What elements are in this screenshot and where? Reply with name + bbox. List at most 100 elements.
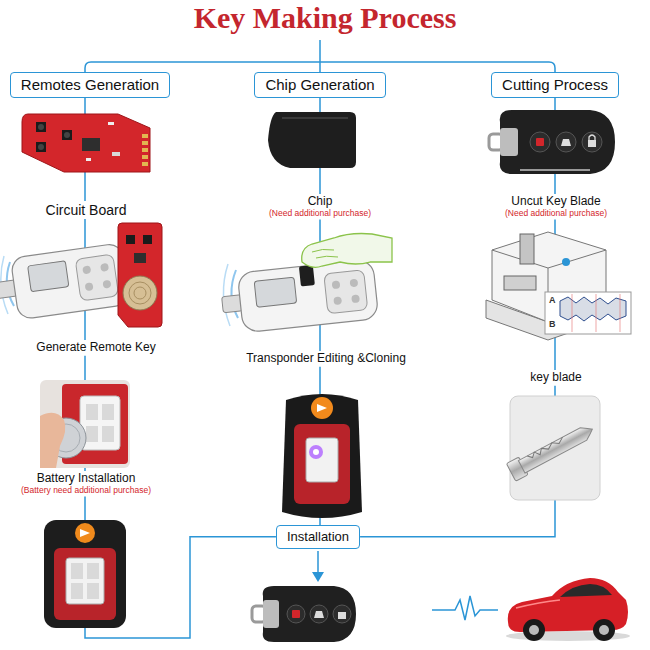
swoosh-lines-part xyxy=(223,264,230,326)
circuit-board-picture-part xyxy=(142,155,148,159)
node-label: Generate Remote Key xyxy=(36,341,155,355)
flip-key-picture-part xyxy=(589,135,595,140)
chip-picture-part xyxy=(268,112,356,168)
flip-key-picture-part xyxy=(520,169,590,171)
car-picture-part xyxy=(523,619,545,641)
flip-key-picture-part xyxy=(536,138,544,146)
programmer-device xyxy=(0,243,130,323)
flip-key-picture-part xyxy=(530,132,550,152)
flip-key-picture-part xyxy=(500,128,518,156)
remote-board-picture-part xyxy=(123,276,157,310)
finished-key-picture-part xyxy=(292,610,300,618)
result-arrow xyxy=(312,551,324,582)
programmer-device-part xyxy=(10,243,130,320)
profile-side-label: A xyxy=(549,295,556,306)
chip-picture xyxy=(268,112,356,168)
remote-key-picture-part xyxy=(54,548,116,620)
remote-board-picture-part xyxy=(118,223,162,327)
node-label: Uncut Key Blade xyxy=(505,195,607,209)
remote-board-picture xyxy=(118,223,162,327)
finished-key-picture-part xyxy=(310,605,328,623)
stage-header-box: Remotes Generation xyxy=(10,72,170,98)
flip-key-picture-part xyxy=(561,139,571,146)
flip-key-picture-part xyxy=(582,132,602,152)
remote-key-picture-part xyxy=(71,583,83,599)
programmer-device-part xyxy=(237,259,379,333)
programmer-device-part xyxy=(324,270,368,314)
finished-key-picture-part xyxy=(287,605,305,623)
battery-picture-part xyxy=(40,380,130,468)
programmer-device-part xyxy=(333,296,342,305)
finished-key-picture-part xyxy=(263,586,356,642)
remote-key-picture-part xyxy=(87,563,99,579)
programmer-device-part xyxy=(349,279,358,288)
hand-sketch-part xyxy=(302,234,392,268)
node-label: Remotes Generation xyxy=(21,76,159,94)
programmer-device-part xyxy=(28,261,69,292)
car-picture-part xyxy=(516,600,560,608)
cutting-machine-picture xyxy=(486,232,631,340)
cutting-machine-picture-part xyxy=(560,297,626,321)
circuit-board-picture-part xyxy=(142,134,148,138)
car-picture xyxy=(506,578,630,641)
circuit-board-picture-part xyxy=(112,152,120,156)
node-label: Circuit Board xyxy=(46,202,127,218)
battery-picture-part xyxy=(102,404,114,420)
node-label: Battery Installation xyxy=(21,472,151,486)
remote-board-picture-part xyxy=(134,287,146,299)
remote-key-picture-part xyxy=(71,563,83,579)
result-arrow-part xyxy=(317,551,319,574)
key-blade-picture-part xyxy=(506,420,597,481)
node-label: Cutting Process xyxy=(502,76,608,94)
battery-picture-part xyxy=(40,413,65,468)
finished-key-picture-part xyxy=(338,612,346,619)
circuit-board-picture xyxy=(22,114,150,172)
programmer-device-part xyxy=(332,280,341,289)
cutting-machine-picture-part xyxy=(504,276,536,290)
car-picture-part xyxy=(593,619,615,641)
remote-board-picture-part xyxy=(129,282,151,304)
chip-key-picture-part xyxy=(313,449,319,455)
circuit-board-picture-part xyxy=(62,130,72,140)
chip-key-picture-part xyxy=(294,424,350,504)
profile-side-label: B xyxy=(549,319,556,330)
programmer-device-part xyxy=(85,282,94,291)
circuit-board-picture-part xyxy=(38,144,44,150)
step-caption: Generate Remote Key xyxy=(33,340,158,356)
finished-key-picture-part xyxy=(314,611,324,618)
car-picture-part xyxy=(599,625,609,635)
tree-line xyxy=(85,40,555,72)
chip-key-picture-part xyxy=(317,404,327,412)
cutting-machine-picture-part xyxy=(545,292,631,334)
flip-key-picture-part xyxy=(556,132,576,152)
node-label: Transponder Editing &Cloning xyxy=(246,352,406,366)
purchase-note: (Need additional purchase) xyxy=(269,209,371,219)
step-caption: key blade xyxy=(527,370,584,386)
step-caption: Circuit Board xyxy=(43,201,130,219)
programmer-device-part xyxy=(351,294,360,303)
circuit-board-picture-part xyxy=(38,124,44,130)
result-arrow-part xyxy=(312,572,324,582)
chip-key-picture-part xyxy=(282,394,362,518)
circuit-board-picture-part xyxy=(108,122,114,125)
chip-key-picture xyxy=(282,394,362,518)
stage-header-box: Cutting Process xyxy=(491,72,619,98)
battery-picture-part xyxy=(86,426,98,442)
remote-key-picture-part xyxy=(75,523,95,543)
finished-key-picture-part xyxy=(263,600,279,628)
purchase-note: (Battery need additional purchase) xyxy=(21,486,151,496)
programmer-device xyxy=(219,259,378,335)
programmer-device-part xyxy=(100,263,109,272)
cutting-machine-picture-part xyxy=(520,234,534,264)
key-blade-picture xyxy=(506,396,600,500)
remote-key-picture xyxy=(44,520,126,628)
finished-key-picture-part xyxy=(333,605,351,623)
chip-key-picture-part xyxy=(311,397,333,419)
battery-picture-part xyxy=(102,426,114,442)
battery-picture-part xyxy=(86,404,98,420)
remote-key-picture-part xyxy=(44,520,126,628)
signal-pulse xyxy=(432,596,498,620)
chip-key-picture-part xyxy=(306,438,338,482)
stage-header-box: Chip Generation xyxy=(254,72,385,98)
